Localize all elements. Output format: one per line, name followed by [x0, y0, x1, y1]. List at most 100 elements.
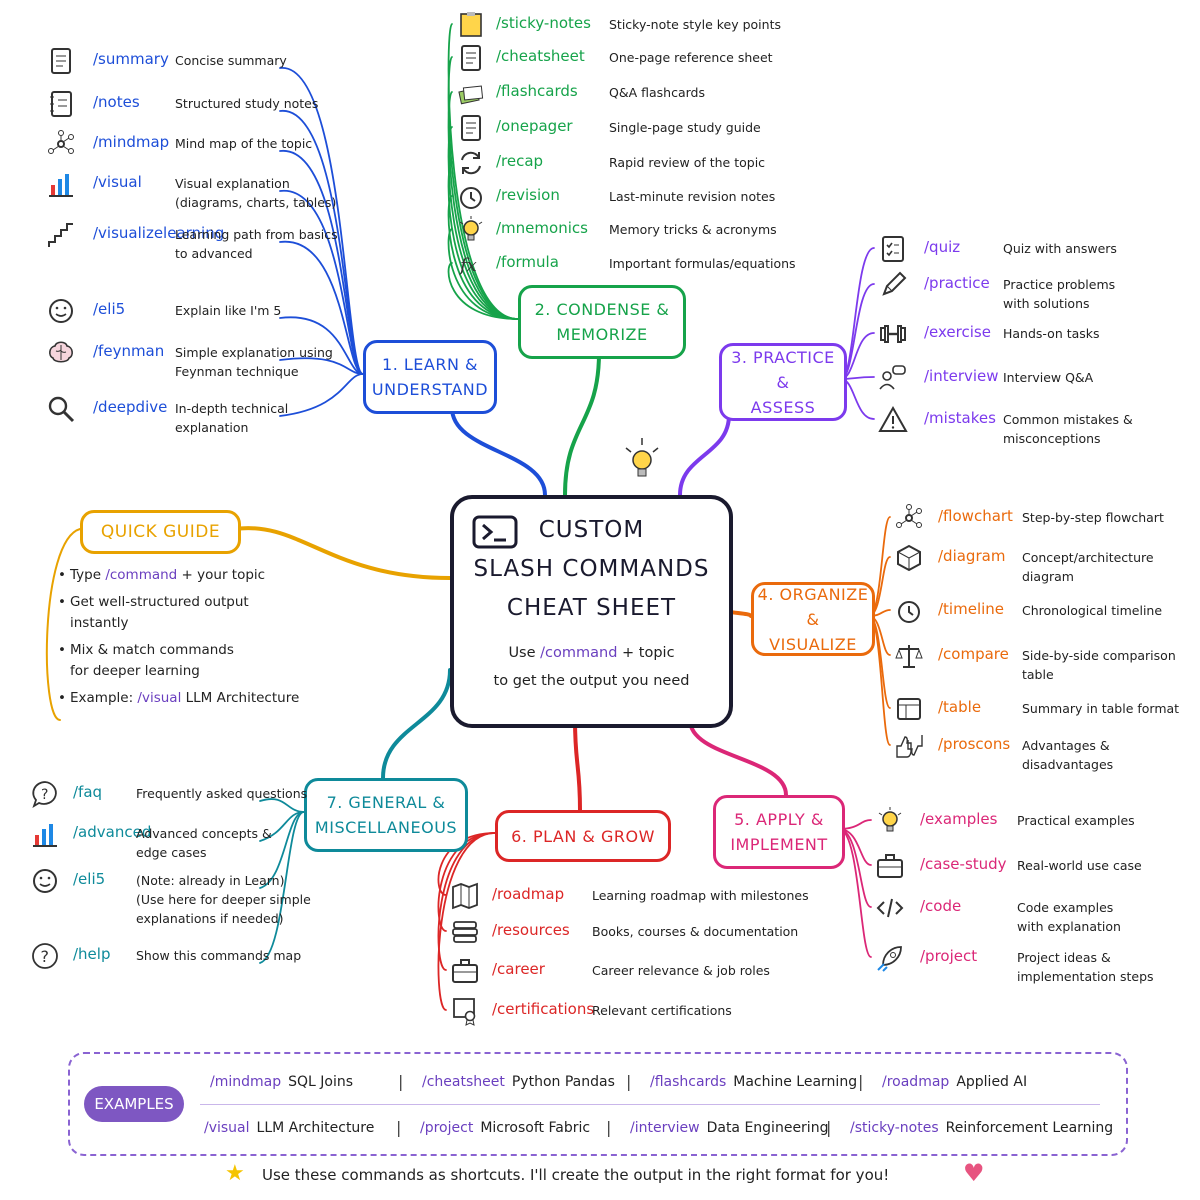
books-icon [450, 917, 480, 947]
checklist-icon [878, 234, 908, 264]
footer-text: Use these commands as shortcuts. I'll cr… [262, 1166, 890, 1184]
examples-badge: EXAMPLES [84, 1086, 184, 1122]
command-condense-flashcards[interactable]: /flashcards [496, 82, 578, 100]
command-condense-cheatsheet[interactable]: /cheatsheet [496, 47, 585, 65]
command-organize-proscons[interactable]: /proscons [938, 735, 1011, 753]
heart-icon: ♥ [963, 1159, 985, 1187]
command-learn-feynman[interactable]: /feynman [93, 342, 165, 360]
command-apply-code[interactable]: /code [920, 897, 962, 915]
star-icon: ★ [225, 1161, 245, 1186]
command-practice-mistakes[interactable]: /mistakes [924, 409, 996, 427]
svg-text:?: ? [41, 947, 50, 966]
flashcards-icon [456, 78, 486, 108]
branch-box-apply: 5. APPLY & IMPLEMENT [713, 795, 845, 869]
branch-box-practice: 3. PRACTICE & ASSESS [719, 343, 847, 421]
command-plan-career[interactable]: /career [492, 960, 545, 978]
command-apply-examples[interactable]: /examples [920, 810, 998, 828]
command-desc: Memory tricks & acronyms [609, 222, 777, 237]
command-general-eli5[interactable]: /eli5 [73, 870, 106, 888]
command-desc: Advanced concepts & edge cases [136, 826, 272, 860]
command-apply-project[interactable]: /project [920, 947, 978, 965]
command-desc: Visual explanation (diagrams, charts, ta… [175, 176, 337, 210]
dumbbell-icon [878, 319, 908, 349]
command-desc: Structured study notes [175, 96, 319, 111]
command-organize-table[interactable]: /table [938, 698, 982, 716]
alarm-clock-icon [456, 182, 486, 212]
command-practice-quiz[interactable]: /quiz [924, 238, 961, 256]
command-learn-visualizelearning[interactable]: /visualizelearning [93, 224, 225, 242]
refresh-icon [456, 148, 486, 178]
command-desc: One-page reference sheet [609, 50, 773, 65]
sheet-icon [456, 43, 486, 73]
command-desc: Explain like I'm 5 [175, 303, 282, 318]
command-general-advanced[interactable]: /advanced [73, 823, 152, 841]
command-plan-resources[interactable]: /resources [492, 921, 570, 939]
command-desc: Step-by-step flowchart [1022, 510, 1164, 525]
command-desc: (Note: already in Learn) (Use here for d… [136, 873, 311, 926]
command-desc: Concept/architecture diagram [1022, 550, 1154, 584]
command-desc: In-depth technical explanation [175, 401, 289, 435]
command-condense-mnemonics[interactable]: /mnemonics [496, 219, 588, 237]
command-condense-onepager[interactable]: /onepager [496, 117, 573, 135]
sticky-note-icon [456, 10, 486, 40]
rocket-icon [875, 943, 905, 973]
flowchart-icon [894, 503, 924, 533]
map-icon [450, 881, 480, 911]
page-icon [456, 113, 486, 143]
command-practice-practice[interactable]: /practice [924, 274, 990, 292]
branch-box-general: 7. GENERAL & MISCELLANEOUS [304, 778, 468, 852]
growth-chart-icon [30, 819, 60, 849]
command-desc: Important formulas/equations [609, 256, 796, 271]
command-practice-exercise[interactable]: /exercise [924, 323, 991, 341]
command-learn-visual[interactable]: /visual [93, 173, 142, 191]
center-subtitle: Use /command + topic to get the output y… [493, 645, 690, 689]
center-title: CUSTOM SLASH COMMANDS CHEAT SHEET [473, 517, 710, 621]
command-general-faq[interactable]: /faq [73, 783, 103, 801]
command-organize-diagram[interactable]: /diagram [938, 547, 1006, 565]
command-desc: Frequently asked questions [136, 786, 308, 801]
command-general-help[interactable]: /help [73, 945, 111, 963]
command-organize-timeline[interactable]: /timeline [938, 600, 1005, 618]
command-desc: Simple explanation using Feynman techniq… [175, 345, 333, 379]
command-plan-roadmap[interactable]: /roadmap [492, 885, 565, 903]
command-desc: Concise summary [175, 53, 287, 68]
command-learn-mindmap[interactable]: /mindmap [93, 133, 170, 151]
command-desc: Side-by-side comparison table [1022, 648, 1176, 682]
command-desc: Quiz with answers [1003, 241, 1117, 256]
command-condense-sticky-notes[interactable]: /sticky-notes [496, 14, 591, 32]
command-practice-interview[interactable]: /interview [924, 367, 999, 385]
command-desc: Single-page study guide [609, 120, 761, 135]
command-learn-notes[interactable]: /notes [93, 93, 140, 111]
quick-guide-box: QUICK GUIDE [80, 510, 241, 554]
document-icon [46, 46, 76, 76]
command-desc: Mind map of the topic [175, 136, 313, 151]
quick-guide-item: Get well-structured output instantly [58, 592, 438, 634]
command-condense-formula[interactable]: /formula [496, 253, 559, 271]
command-organize-compare[interactable]: /compare [938, 645, 1009, 663]
command-learn-eli5[interactable]: /eli5 [93, 300, 126, 318]
command-organize-flowchart[interactable]: /flowchart [938, 507, 1013, 525]
command-learn-deepdive[interactable]: /deepdive [93, 398, 168, 416]
command-condense-revision[interactable]: /revision [496, 186, 560, 204]
command-apply-case-study[interactable]: /case-study [920, 855, 1007, 873]
command-desc: Learning path from basics to advanced [175, 227, 338, 261]
table-icon [894, 694, 924, 724]
magnifier-icon [46, 394, 76, 424]
command-condense-recap[interactable]: /recap [496, 152, 544, 170]
branch-box-organize: 4. ORGANIZE & VISUALIZE [751, 582, 875, 656]
svg-text:?: ? [41, 787, 48, 803]
command-plan-certifications[interactable]: /certifications [492, 1000, 595, 1018]
command-learn-summary[interactable]: /summary [93, 50, 169, 68]
command-desc: Summary in table format [1022, 701, 1180, 716]
svg-text:fx: fx [458, 255, 477, 276]
certificate-icon [450, 996, 480, 1026]
separator: | [626, 1072, 632, 1091]
